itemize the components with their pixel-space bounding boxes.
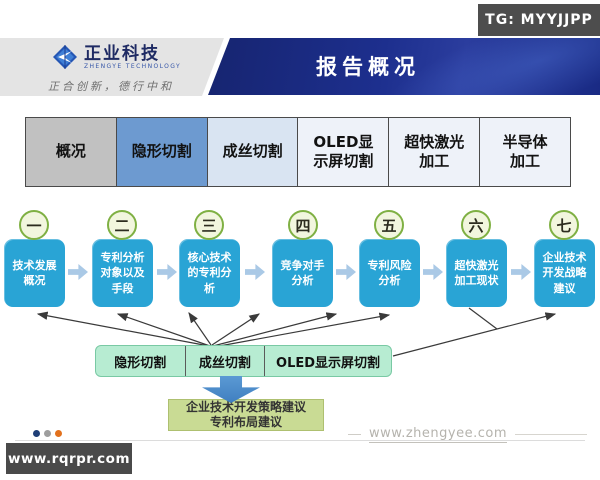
branch-filament-cutting: 成丝切割 bbox=[184, 346, 265, 376]
tab-oled-cutting[interactable]: OLED显 示屏切割 bbox=[297, 118, 389, 186]
step-box-core-patent: 核心技术 的专利分 析 bbox=[179, 239, 240, 307]
footer-divider bbox=[15, 440, 585, 441]
company-name-en: ZHENGYE TECHNOLOGY bbox=[84, 62, 182, 70]
step-number-3: 三 bbox=[194, 210, 224, 240]
header-bar bbox=[208, 38, 600, 95]
branch-oled-cutting: OLED显示屏切割 bbox=[264, 346, 391, 376]
step-box-analysis-targets: 专利分析 对象以及 手段 bbox=[92, 239, 153, 307]
step-box-patent-risk: 专利风险 分析 bbox=[359, 239, 420, 307]
step-box-competitors: 竞争对手 分析 bbox=[272, 239, 333, 307]
connector-line bbox=[212, 312, 338, 347]
step-box-strategy-advice: 企业技术 开发战略 建议 bbox=[534, 239, 595, 307]
footer-dash bbox=[348, 434, 362, 435]
connector-line bbox=[392, 312, 557, 357]
branch-row: 隐形切割 成丝切割 OLED显示屏切割 bbox=[95, 345, 392, 377]
arrow-right-icon bbox=[68, 264, 88, 280]
arrow-right-icon bbox=[336, 264, 356, 280]
step-box-tech-overview: 技术发展 概况 bbox=[4, 239, 65, 307]
step-number-1: 一 bbox=[19, 210, 49, 240]
tg-watermark: TG: MYYJJPP bbox=[478, 4, 600, 36]
step-number-5: 五 bbox=[374, 210, 404, 240]
footer-dash bbox=[515, 434, 587, 435]
arrow-right-icon bbox=[245, 264, 265, 280]
arrow-right-icon bbox=[157, 264, 177, 280]
section-tab-row: 概况 隐形切割 成丝切割 OLED显 示屏切割 超快激光 加工 半导体 加工 bbox=[25, 117, 571, 187]
step-number-7: 七 bbox=[549, 210, 579, 240]
connector-line bbox=[36, 311, 210, 347]
rqrpr-watermark: www.rqrpr.com bbox=[6, 443, 132, 474]
slide-dot bbox=[33, 430, 40, 437]
conclusion-box: 企业技术开发策略建议 专利布局建议 bbox=[168, 399, 324, 431]
slide-dot bbox=[55, 430, 62, 437]
connector-line bbox=[468, 307, 498, 330]
tab-semiconductor[interactable]: 半导体 加工 bbox=[479, 118, 570, 186]
tab-filament-cutting[interactable]: 成丝切割 bbox=[206, 118, 298, 186]
footer-site-url: www.zhengyee.com bbox=[369, 426, 507, 443]
tab-ultrafast-laser[interactable]: 超快激光 加工 bbox=[388, 118, 480, 186]
connector-line bbox=[188, 312, 212, 346]
slide-dots bbox=[33, 430, 62, 437]
arrow-right-icon bbox=[511, 264, 531, 280]
company-slogan: 正合创新，德行中和 bbox=[48, 80, 174, 93]
branch-stealth-dicing: 隐形切割 bbox=[114, 355, 167, 371]
company-name: 正业科技 bbox=[84, 43, 160, 64]
logo-band: 正业科技 ZHENGYE TECHNOLOGY 正合创新，德行中和 bbox=[0, 38, 224, 96]
step-number-2: 二 bbox=[107, 210, 137, 240]
connector-line bbox=[116, 313, 211, 347]
step-number-4: 四 bbox=[288, 210, 318, 240]
company-logo-icon bbox=[52, 44, 78, 70]
connector-line bbox=[211, 313, 261, 346]
page-title: 报告概况 bbox=[316, 55, 420, 79]
step-box-ultrafast-status: 超快激光 加工现状 bbox=[446, 239, 507, 307]
slide-dot bbox=[44, 430, 51, 437]
connector-line bbox=[213, 312, 391, 348]
step-number-6: 六 bbox=[461, 210, 491, 240]
tab-stealth-dicing[interactable]: 隐形切割 bbox=[115, 118, 207, 186]
tab-overview[interactable]: 概况 bbox=[26, 118, 116, 186]
footer-site: www.zhengyee.com bbox=[348, 426, 587, 443]
arrow-right-icon bbox=[423, 264, 443, 280]
